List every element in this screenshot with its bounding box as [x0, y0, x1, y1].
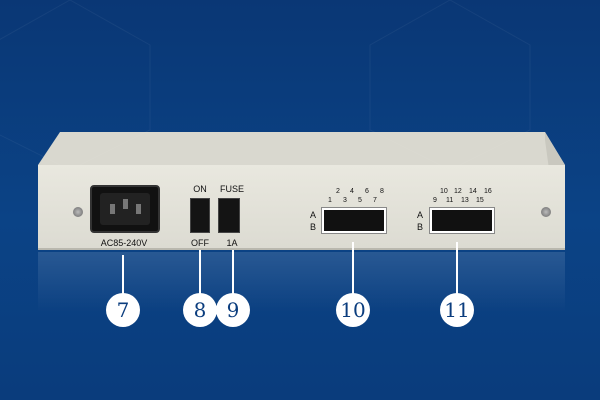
screw-icon [541, 207, 551, 217]
fuse-holder [218, 198, 240, 233]
row-a-label: A [416, 210, 424, 220]
power-switch [190, 198, 210, 233]
callout-9: 9 [216, 293, 250, 327]
callout-line [199, 250, 201, 295]
port-number: 12 [454, 188, 462, 195]
callout-11: 11 [440, 293, 474, 327]
row-a-label: A [309, 210, 317, 220]
screw-icon [73, 207, 83, 217]
port-number: 11 [446, 197, 454, 204]
port-number: 4 [350, 188, 354, 195]
port-number: 6 [365, 188, 369, 195]
inlet-pin [110, 204, 115, 214]
port-number: 15 [476, 197, 484, 204]
port-number: 16 [484, 188, 492, 195]
callout-8: 8 [183, 293, 217, 327]
port-number: 9 [433, 197, 437, 204]
callout-line [232, 250, 234, 295]
port-number: 2 [336, 188, 340, 195]
port-number: 14 [469, 188, 477, 195]
switch-on-label: ON [193, 184, 207, 194]
port-number: 5 [358, 197, 362, 204]
terminal-block-1-8 [321, 207, 387, 234]
inlet-pin [123, 199, 128, 209]
power-input-label: AC85-240V [100, 238, 148, 248]
fuse-rating-label: 1A [226, 238, 238, 248]
port-number: 7 [373, 197, 377, 204]
callout-7: 7 [106, 293, 140, 327]
callout-line [122, 255, 124, 295]
port-number: 3 [343, 197, 347, 204]
fuse-label: FUSE [219, 184, 245, 194]
port-number: 8 [380, 188, 384, 195]
port-number: 10 [440, 188, 448, 195]
terminal-block-9-16 [429, 207, 495, 234]
power-inlet-socket [100, 193, 150, 225]
row-b-label: B [309, 222, 317, 232]
row-b-label: B [416, 222, 424, 232]
callout-line [352, 242, 354, 295]
callout-10: 10 [336, 293, 370, 327]
callout-line [456, 242, 458, 295]
switch-off-label: OFF [191, 238, 209, 248]
port-number: 1 [328, 197, 332, 204]
port-number: 13 [461, 197, 469, 204]
inlet-pin [136, 204, 141, 214]
